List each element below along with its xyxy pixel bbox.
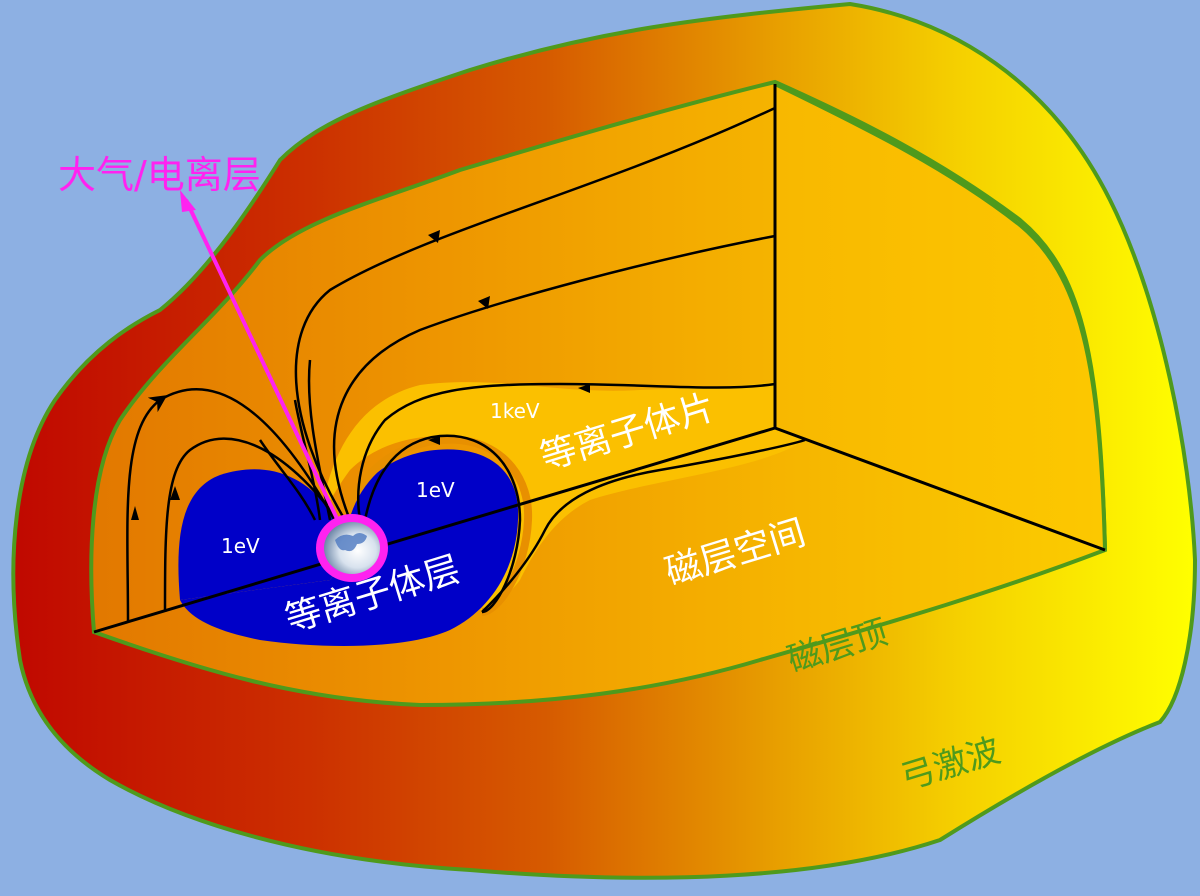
pointer-arrowhead-icon <box>180 190 196 212</box>
plasma-sheet-region <box>320 382 805 611</box>
arrow-icon <box>578 384 590 393</box>
label-energy-1kev: 1keV <box>490 399 540 423</box>
cutaway-frame <box>93 84 1106 634</box>
field-lines-dayside <box>126 388 347 623</box>
magnetopause-back-edge <box>774 82 1107 551</box>
arrow-icon <box>478 296 490 309</box>
earth-continents <box>335 533 367 552</box>
label-atmosphere-ionosphere: 大气/电离层 <box>58 153 261 197</box>
tail-cross-section <box>775 84 1105 550</box>
arrow-icon <box>428 230 440 243</box>
arrow-icon <box>428 436 440 445</box>
label-energy-1ev-right: 1eV <box>416 478 455 502</box>
label-energy-1ev-left: 1eV <box>221 534 260 558</box>
ionosphere-pointer <box>184 199 342 526</box>
arrow-icon <box>170 486 180 500</box>
arrow-icon <box>131 506 139 520</box>
plasmasphere-left <box>178 469 342 600</box>
